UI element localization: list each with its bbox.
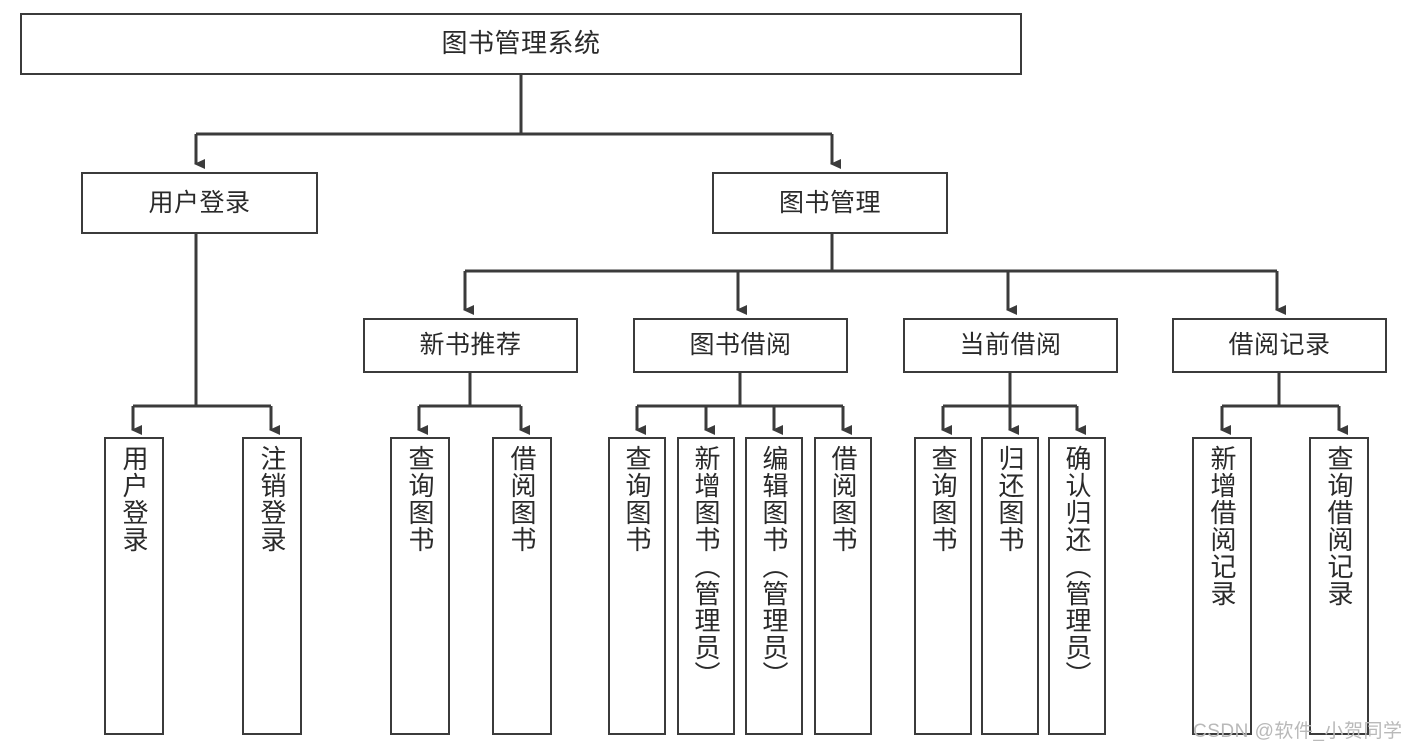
node-label: 图书借阅 [689,331,792,360]
node-label: 新书推荐 [419,331,522,360]
node-label: 用户登录 [148,188,251,217]
node-leaf-query-book-current[interactable]: 查询图书 [914,437,972,735]
node-leaf-query-book-recommend[interactable]: 查询图书 [390,437,450,735]
node-borrow-record[interactable]: 借阅记录 [1172,318,1387,373]
node-leaf-edit-book-admin[interactable]: 编辑图书（管理员） [745,437,803,735]
node-label: 借阅图书 [828,445,858,553]
csdn-watermark: CSDN @软件_小贺同学 [1193,721,1403,742]
node-book-borrow[interactable]: 图书借阅 [633,318,848,373]
node-label: 编辑图书（管理员） [759,445,789,688]
node-label: 查询借阅记录 [1324,445,1354,607]
node-leaf-user-logout[interactable]: 注销登录 [242,437,302,735]
node-leaf-user-login[interactable]: 用户登录 [104,437,164,735]
node-leaf-return-book[interactable]: 归还图书 [981,437,1039,735]
node-leaf-borrow-book[interactable]: 借阅图书 [814,437,872,735]
node-leaf-borrow-book-recommend[interactable]: 借阅图书 [492,437,552,735]
node-label: 当前借阅 [959,331,1062,360]
node-label: 图书管理 [778,188,881,217]
node-label: 借阅图书 [507,445,537,553]
node-leaf-add-borrow-record[interactable]: 新增借阅记录 [1192,437,1252,735]
node-label: 借阅记录 [1228,331,1331,360]
node-label: 图书管理系统 [441,28,601,59]
node-current-borrow[interactable]: 当前借阅 [903,318,1118,373]
node-new-book-recommend[interactable]: 新书推荐 [363,318,578,373]
node-root-system[interactable]: 图书管理系统 [20,13,1022,75]
node-label: 归还图书 [995,445,1025,553]
node-book-management-module[interactable]: 图书管理 [712,172,948,234]
node-label: 新增借阅记录 [1207,445,1237,607]
node-leaf-query-book-borrow[interactable]: 查询图书 [608,437,666,735]
node-label: 注销登录 [257,445,287,553]
node-label: 查询图书 [405,445,435,553]
node-leaf-confirm-return-admin[interactable]: 确认归还（管理员） [1048,437,1106,735]
node-user-login-module[interactable]: 用户登录 [81,172,318,234]
node-label: 确认归还（管理员） [1062,445,1092,688]
node-leaf-query-borrow-record[interactable]: 查询借阅记录 [1309,437,1369,735]
node-leaf-add-book-admin[interactable]: 新增图书（管理员） [677,437,735,735]
node-label: 新增图书（管理员） [691,445,721,688]
node-label: 查询图书 [928,445,958,553]
node-label: 查询图书 [622,445,652,553]
node-label: 用户登录 [119,445,149,553]
